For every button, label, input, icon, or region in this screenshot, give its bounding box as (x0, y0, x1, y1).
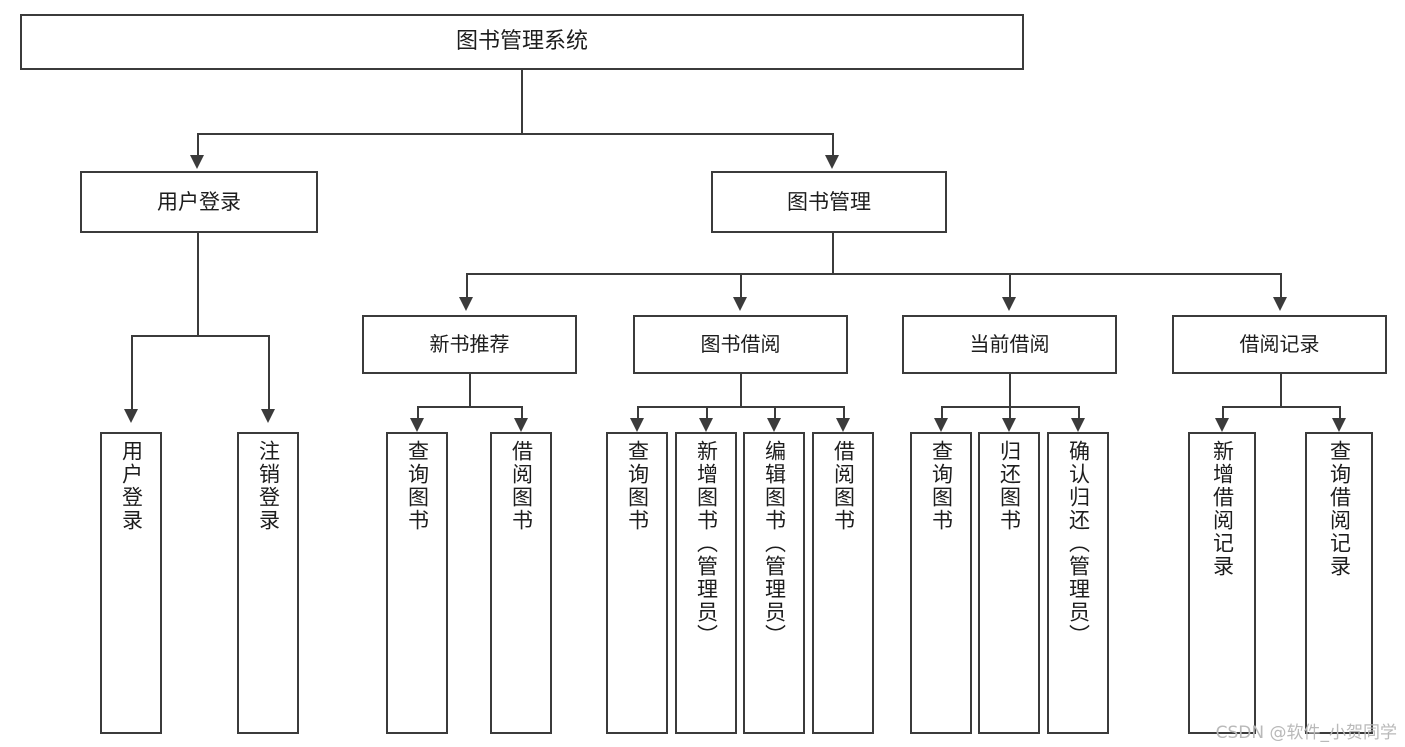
leaf-label: 用户登录 (119, 440, 144, 532)
node-label: 图书借阅 (700, 332, 781, 356)
leaf-label: 查询借阅记录 (1327, 440, 1352, 578)
leaf-label: 查询图书 (625, 440, 650, 532)
node-book-borrow[interactable]: 图书借阅 (633, 315, 848, 374)
node-book-management[interactable]: 图书管理 (711, 171, 947, 233)
connector-new-book-drop-2 (521, 406, 523, 418)
connector-level3-bus (466, 273, 1280, 275)
leaf-label: 借阅图书 (509, 440, 534, 532)
connector-borrow-record-drop-1 (1222, 406, 1224, 418)
leaf-label: 确认归还（管理员） (1066, 440, 1091, 647)
arrowhead-to-new-book-recommend (459, 297, 473, 311)
leaf-current-confirm-return-admin[interactable]: 确认归还（管理员） (1047, 432, 1109, 734)
leaf-label: 新增图书（管理员） (694, 440, 719, 647)
node-user-login[interactable]: 用户登录 (80, 171, 318, 233)
connector-user-login-bus (131, 335, 268, 337)
connector-level3-drop-1 (466, 273, 468, 297)
arrowhead-to-borrow-record (1273, 297, 1287, 311)
arrowhead-current-borrow-leaf-3 (1071, 418, 1085, 432)
leaf-borrow-query-book[interactable]: 查询图书 (606, 432, 668, 734)
node-label: 当前借阅 (969, 332, 1050, 356)
arrowhead-root-to-book-management (825, 155, 839, 169)
node-label: 借阅记录 (1239, 332, 1320, 356)
connector-book-borrow-drop-1 (637, 406, 639, 418)
arrowhead-book-borrow-leaf-1 (630, 418, 644, 432)
leaf-label: 编辑图书（管理员） (762, 440, 787, 647)
connector-book-borrow-bus (637, 406, 843, 408)
leaf-label: 注销登录 (256, 440, 281, 532)
connector-current-borrow-stem (1009, 374, 1011, 406)
node-label: 图书管理 (787, 189, 871, 214)
node-new-book-recommend[interactable]: 新书推荐 (362, 315, 577, 374)
node-root-library-management-system[interactable]: 图书管理系统 (20, 14, 1024, 70)
connector-new-book-bus (417, 406, 522, 408)
leaf-borrow-add-book-admin[interactable]: 新增图书（管理员） (675, 432, 737, 734)
arrowhead-to-user-login-leaf (124, 409, 138, 423)
leaf-label: 查询图书 (929, 440, 954, 532)
arrowhead-book-borrow-leaf-2 (699, 418, 713, 432)
connector-new-book-stem (469, 374, 471, 406)
leaf-record-query-borrow-record[interactable]: 查询借阅记录 (1305, 432, 1373, 734)
connector-book-borrow-drop-3 (774, 406, 776, 418)
arrowhead-root-to-user-login (190, 155, 204, 169)
connector-current-borrow-drop-2 (1009, 406, 1011, 418)
arrowhead-to-logout-leaf (261, 409, 275, 423)
connector-user-login-drop-2 (268, 335, 270, 409)
node-label: 图书管理系统 (455, 29, 588, 55)
connector-borrow-record-stem (1280, 374, 1282, 406)
connector-user-login-stem (197, 233, 199, 335)
connector-book-borrow-drop-2 (706, 406, 708, 418)
connector-borrow-record-bus (1222, 406, 1339, 408)
arrowhead-new-book-leaf-2 (514, 418, 528, 432)
node-label: 用户登录 (157, 189, 241, 214)
arrowhead-book-borrow-leaf-3 (767, 418, 781, 432)
connector-new-book-drop-1 (417, 406, 419, 418)
connector-book-borrow-stem (740, 374, 742, 406)
leaf-user-login[interactable]: 用户登录 (100, 432, 162, 734)
connector-borrow-record-drop-2 (1339, 406, 1341, 418)
leaf-label: 查询图书 (405, 440, 430, 532)
node-current-borrow[interactable]: 当前借阅 (902, 315, 1117, 374)
arrowhead-borrow-record-leaf-1 (1215, 418, 1229, 432)
connector-book-management-stem (832, 233, 834, 273)
node-label: 新书推荐 (429, 332, 510, 356)
node-borrow-record[interactable]: 借阅记录 (1172, 315, 1387, 374)
leaf-new-book-borrow-book[interactable]: 借阅图书 (490, 432, 552, 734)
leaf-borrow-borrow-book[interactable]: 借阅图书 (812, 432, 874, 734)
leaf-logout[interactable]: 注销登录 (237, 432, 299, 734)
connector-level3-drop-2 (740, 273, 742, 297)
arrowhead-book-borrow-leaf-4 (836, 418, 850, 432)
connector-root-drop-2 (832, 133, 834, 155)
connector-root-drop-1 (197, 133, 199, 155)
connector-level3-drop-3 (1009, 273, 1011, 297)
leaf-current-return-book[interactable]: 归还图书 (978, 432, 1040, 734)
arrowhead-current-borrow-leaf-1 (934, 418, 948, 432)
connector-root-stem (521, 70, 523, 133)
leaf-label: 归还图书 (997, 440, 1022, 532)
watermark: CSDN @软件_小贺同学 (1215, 723, 1397, 743)
leaf-current-query-book[interactable]: 查询图书 (910, 432, 972, 734)
leaf-label: 新增借阅记录 (1210, 440, 1235, 578)
connector-level3-drop-4 (1280, 273, 1282, 297)
arrowhead-borrow-record-leaf-2 (1332, 418, 1346, 432)
connector-current-borrow-drop-1 (941, 406, 943, 418)
leaf-label: 借阅图书 (831, 440, 856, 532)
leaf-new-book-query-book[interactable]: 查询图书 (386, 432, 448, 734)
connector-current-borrow-drop-3 (1078, 406, 1080, 418)
arrowhead-to-current-borrow (1002, 297, 1016, 311)
connector-book-borrow-drop-4 (843, 406, 845, 418)
arrowhead-current-borrow-leaf-2 (1002, 418, 1016, 432)
arrowhead-to-book-borrow (733, 297, 747, 311)
leaf-borrow-edit-book-admin[interactable]: 编辑图书（管理员） (743, 432, 805, 734)
connector-user-login-drop-1 (131, 335, 133, 409)
leaf-record-add-borrow-record[interactable]: 新增借阅记录 (1188, 432, 1256, 734)
arrowhead-new-book-leaf-1 (410, 418, 424, 432)
connector-root-bus (197, 133, 834, 135)
